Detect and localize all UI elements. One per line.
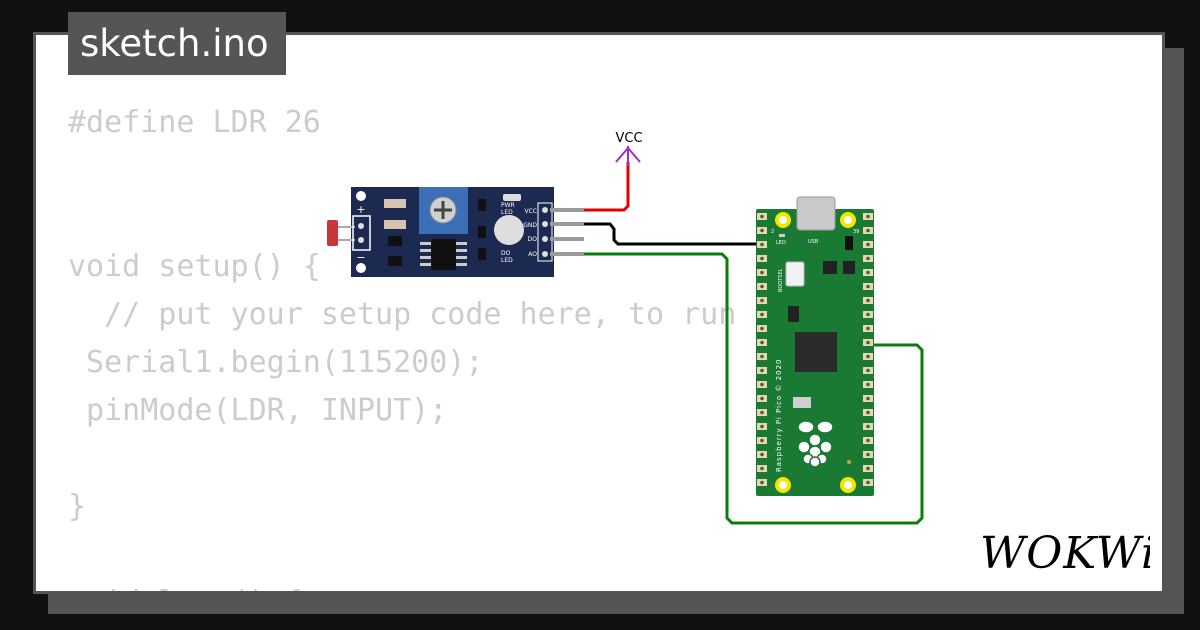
photoresistor: [327, 220, 338, 246]
pico-pin-hole: [760, 354, 764, 359]
pico-pin-hole: [866, 326, 870, 331]
comparator-chip: [431, 239, 456, 270]
pico-pin-hole: [866, 368, 870, 373]
pico-pin-hole: [866, 438, 870, 443]
vcc-symbol: VCC: [615, 131, 643, 166]
do-led-label: DO: [501, 250, 511, 257]
pico-pin-hole: [760, 256, 764, 261]
pico-pin-hole: [866, 270, 870, 275]
code-line: Serial1.begin(115200);: [68, 345, 484, 380]
wokwi-logo: WOKWi: [980, 528, 1150, 578]
pin-gnd[interactable]: [550, 222, 584, 226]
pwr-led-label: LED: [501, 209, 513, 216]
pico-pin-hole: [866, 466, 870, 471]
pico-pin-hole: [760, 396, 764, 401]
code-line: }: [68, 489, 87, 524]
pico-pin-hole: [760, 382, 764, 387]
code-line: void loop() {: [68, 579, 845, 591]
pico-pin-hole: [760, 284, 764, 289]
board-label: Raspberry Pi Pico © 2020: [775, 359, 783, 473]
pico-pin-hole: [866, 480, 870, 485]
pico-pin-hole: [760, 424, 764, 429]
pico-pin-hole: [760, 466, 764, 471]
ldr-module[interactable]: + − PWR LED DO LED VCC GND DO: [327, 187, 584, 277]
pico-pin-hole: [760, 340, 764, 345]
wire-ao: [580, 252, 924, 525]
pwr-led-label: PWR: [501, 202, 515, 209]
pico-pins-right: [863, 213, 873, 486]
pin-vcc[interactable]: [550, 208, 584, 212]
pico-pin-hole: [760, 312, 764, 317]
pico-pin-hole: [760, 270, 764, 275]
pico-pin-hole: [866, 312, 870, 317]
pin-number-2: 2: [771, 229, 774, 235]
pico-pin-hole: [866, 214, 870, 219]
pico-pin-hole: [866, 354, 870, 359]
pin-ao[interactable]: [550, 252, 584, 256]
pico-pin-hole: [866, 284, 870, 289]
pico-pin-hole: [866, 256, 870, 261]
wire-vcc: [580, 162, 630, 212]
do-led-label: LED: [501, 257, 513, 264]
preview-card: #define LDR 26 void setup() { // put you…: [33, 32, 1165, 594]
pico-pin-hole: [760, 228, 764, 233]
pico-pins-left: [757, 213, 767, 486]
pico-pin-hole: [760, 326, 764, 331]
pico-pin-hole: [760, 438, 764, 443]
pico-pin-hole: [760, 242, 764, 247]
pin-label-ao: AO: [528, 251, 537, 258]
rp2040-chip: [795, 332, 837, 372]
pico-pin-hole: [866, 396, 870, 401]
pico-pin-hole: [760, 214, 764, 219]
pico-pin-hole: [866, 424, 870, 429]
pico-pin-hole: [760, 298, 764, 303]
pico-pin-hole: [760, 410, 764, 415]
pico-pin-hole: [866, 242, 870, 247]
pico-pin-hole: [760, 368, 764, 373]
pin-number-39: 39: [853, 229, 859, 235]
plus-label: +: [356, 203, 365, 216]
bootsel-label: BOOTSEL: [778, 268, 784, 292]
wire-gnd: [580, 222, 770, 246]
code-line: pinMode(LDR, INPUT);: [68, 393, 448, 428]
code-line: #define LDR 26: [68, 105, 321, 140]
pin-label-vcc: VCC: [525, 208, 537, 215]
pico-pin-hole: [866, 452, 870, 457]
module-led: [494, 215, 524, 245]
pin-do[interactable]: [550, 237, 584, 241]
led-label: LED: [776, 240, 786, 246]
vcc-label: VCC: [615, 131, 642, 146]
pin-label-gnd: GND: [523, 222, 537, 229]
raspberry-pi-pico[interactable]: 2 39 LED USB BOOTSEL Raspberry Pi Pico ©…: [756, 196, 874, 496]
bootsel-button[interactable]: [785, 261, 805, 287]
pico-pin-hole: [760, 480, 764, 485]
minus-label: −: [356, 251, 365, 264]
pico-pin-hole: [866, 340, 870, 345]
pico-pin-hole: [866, 298, 870, 303]
pin-label-do: DO: [528, 236, 538, 243]
code-line: void setup() {: [68, 249, 321, 284]
pico-pin-hole: [866, 410, 870, 415]
raspberry-logo-icon: [797, 420, 834, 468]
file-tab[interactable]: sketch.ino: [68, 12, 286, 75]
usb-label: USB: [808, 239, 819, 245]
pico-pin-hole: [866, 382, 870, 387]
usb-port: [796, 196, 836, 231]
pico-pin-hole: [866, 228, 870, 233]
wokwi-wordmark: WOKWi: [980, 528, 1150, 578]
pico-pin-hole: [760, 452, 764, 457]
